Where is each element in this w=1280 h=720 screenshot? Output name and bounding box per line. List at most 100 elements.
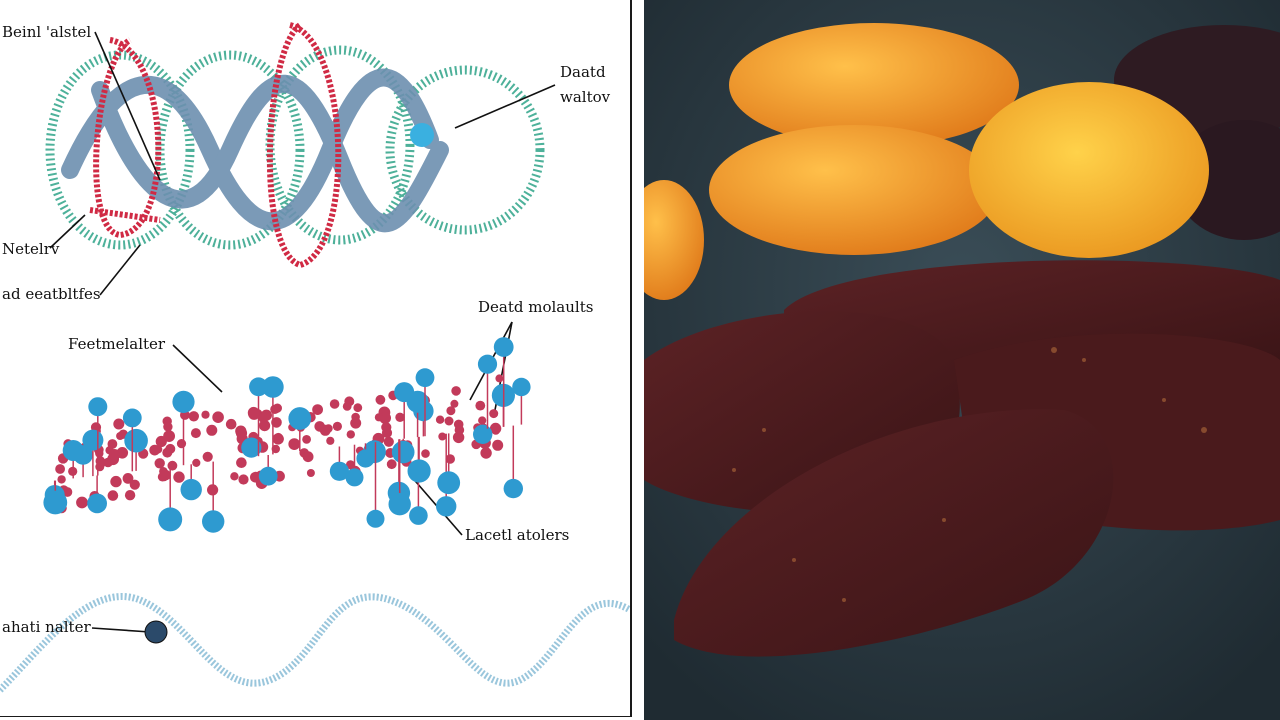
red-atom xyxy=(110,475,122,488)
red-atom xyxy=(383,436,394,447)
red-atom xyxy=(421,449,430,458)
red-atom xyxy=(314,421,326,432)
label-top-left: Beinl 'alstel xyxy=(2,23,92,41)
red-atom xyxy=(122,473,134,484)
blue-atom xyxy=(124,428,148,453)
red-atom xyxy=(201,410,210,419)
red-atom xyxy=(163,430,176,442)
red-atom xyxy=(247,406,260,419)
red-coil-strands xyxy=(89,22,342,269)
red-atom xyxy=(375,394,386,405)
red-atom xyxy=(346,430,355,439)
red-atom xyxy=(192,458,201,467)
red-atom xyxy=(270,404,280,414)
blue-atom xyxy=(391,440,415,464)
blue-atom xyxy=(356,449,375,468)
red-atom xyxy=(271,444,280,454)
blue-atom xyxy=(406,390,429,413)
molecular-diagram xyxy=(0,22,630,693)
food-photo xyxy=(644,0,1280,720)
red-atom xyxy=(342,402,352,411)
red-atom xyxy=(332,421,342,431)
blue-atom xyxy=(436,496,457,517)
red-atom xyxy=(381,427,393,438)
red-atom xyxy=(163,422,173,432)
red-atom xyxy=(435,415,445,424)
red-atom xyxy=(273,434,284,445)
red-atom xyxy=(124,490,136,501)
red-atom xyxy=(190,428,201,439)
red-atom xyxy=(445,454,456,464)
red-atom xyxy=(374,413,383,422)
blue-atom xyxy=(437,471,461,495)
red-atom xyxy=(288,438,301,450)
label-mid-left-1: Netelrv xyxy=(2,240,60,258)
red-atom xyxy=(55,464,65,474)
blue-atom xyxy=(249,377,268,397)
red-atom xyxy=(57,475,66,484)
red-atom xyxy=(236,457,247,469)
molecule-chain xyxy=(43,337,531,533)
blue-atom xyxy=(158,507,183,532)
red-atom xyxy=(395,412,405,422)
dark-sphere xyxy=(144,620,168,644)
red-atom xyxy=(450,399,459,408)
red-atom xyxy=(444,416,454,426)
label-mid-left-2: ad eeatbltfes xyxy=(2,285,101,303)
blue-atom xyxy=(43,490,68,515)
red-atom xyxy=(259,420,271,432)
apricot xyxy=(729,23,1019,147)
red-atom xyxy=(230,472,239,481)
red-atom xyxy=(489,409,499,419)
blue-atom xyxy=(415,368,435,388)
red-atom xyxy=(103,457,113,468)
red-atom xyxy=(238,474,249,485)
red-atom xyxy=(302,451,314,463)
red-atom xyxy=(107,490,119,501)
wave-strand xyxy=(0,593,630,693)
blue-atom xyxy=(122,408,142,428)
blue-atom xyxy=(493,337,514,357)
blue-atom xyxy=(473,424,493,444)
blue-atom xyxy=(88,397,108,417)
red-atom xyxy=(306,469,315,477)
red-atom xyxy=(446,406,456,416)
red-atom xyxy=(495,374,504,383)
red-atom xyxy=(113,418,125,430)
red-atom xyxy=(212,411,224,424)
red-atom xyxy=(312,404,323,415)
red-atom xyxy=(478,416,487,425)
blue-atom xyxy=(409,506,428,525)
red-atom xyxy=(386,459,397,470)
label-bottom-left: ahati nalter xyxy=(2,618,91,636)
red-atom xyxy=(167,460,178,471)
red-atom xyxy=(173,471,185,483)
red-atom xyxy=(324,424,333,433)
red-atom xyxy=(326,436,335,445)
red-atom xyxy=(116,447,129,459)
blue-atom xyxy=(288,407,312,430)
red-atom xyxy=(129,479,140,490)
label-mid-center: Feetmelalter xyxy=(68,335,166,353)
red-atom xyxy=(96,460,105,469)
diagram-panel: Beinl 'alstel Daatd waltov Netelrv ad ee… xyxy=(0,0,632,717)
blue-atom xyxy=(512,377,531,397)
blue-atom xyxy=(262,376,284,398)
red-atom xyxy=(202,451,213,462)
blue-atom xyxy=(477,354,498,374)
red-atom xyxy=(176,439,187,449)
blue-atom xyxy=(180,478,202,501)
red-atom xyxy=(451,386,461,396)
blue-atom xyxy=(202,510,225,533)
red-atom xyxy=(62,487,73,497)
blue-atom xyxy=(172,390,195,413)
blue-atom xyxy=(388,493,411,516)
red-atom xyxy=(206,424,218,436)
apricot xyxy=(969,82,1209,258)
red-atom xyxy=(271,417,282,428)
red-atom xyxy=(452,431,465,444)
red-atom xyxy=(76,496,88,509)
red-atom xyxy=(107,439,118,449)
red-atom xyxy=(350,417,362,429)
red-atom xyxy=(154,445,163,454)
